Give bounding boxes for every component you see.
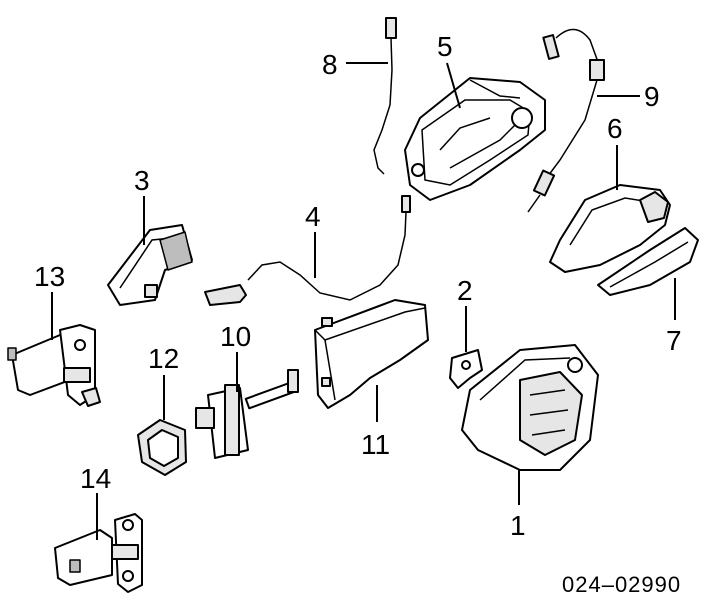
drawing-code: 024–02990 — [562, 572, 681, 597]
callout-8: 8 — [322, 49, 338, 80]
callout-5: 5 — [437, 31, 453, 62]
part-14-hinge — [54, 513, 143, 593]
callout-2: 2 — [457, 275, 473, 306]
part-10-door-check — [195, 369, 299, 459]
callout-4: 4 — [305, 201, 321, 232]
callout-11: 11 — [361, 429, 390, 460]
part-11-actuator — [314, 299, 429, 409]
part-1-latch — [461, 344, 599, 471]
part-12-grommet — [137, 419, 187, 476]
callout-10: 10 — [220, 321, 251, 352]
leader-5 — [446, 62, 461, 109]
callout-7: 7 — [666, 325, 682, 356]
part-7-outer-handle — [597, 227, 699, 296]
callout-3: 3 — [134, 165, 150, 196]
callout-1: 1 — [510, 510, 526, 541]
part-13-hinge — [7, 324, 101, 407]
part-2-clip — [449, 349, 483, 389]
part-6-handle-bracket — [549, 184, 671, 273]
part-8-rod — [373, 17, 397, 175]
callout-9: 9 — [644, 81, 660, 112]
callout-13: 13 — [34, 261, 65, 292]
callout-12: 12 — [148, 343, 179, 374]
part-9-cable — [527, 28, 605, 213]
part-3-bracket — [107, 224, 193, 306]
callout-14: 14 — [80, 463, 111, 494]
callout-6: 6 — [607, 113, 623, 144]
part-5-lock-housing — [404, 77, 546, 201]
part-4-wiring — [204, 195, 411, 306]
